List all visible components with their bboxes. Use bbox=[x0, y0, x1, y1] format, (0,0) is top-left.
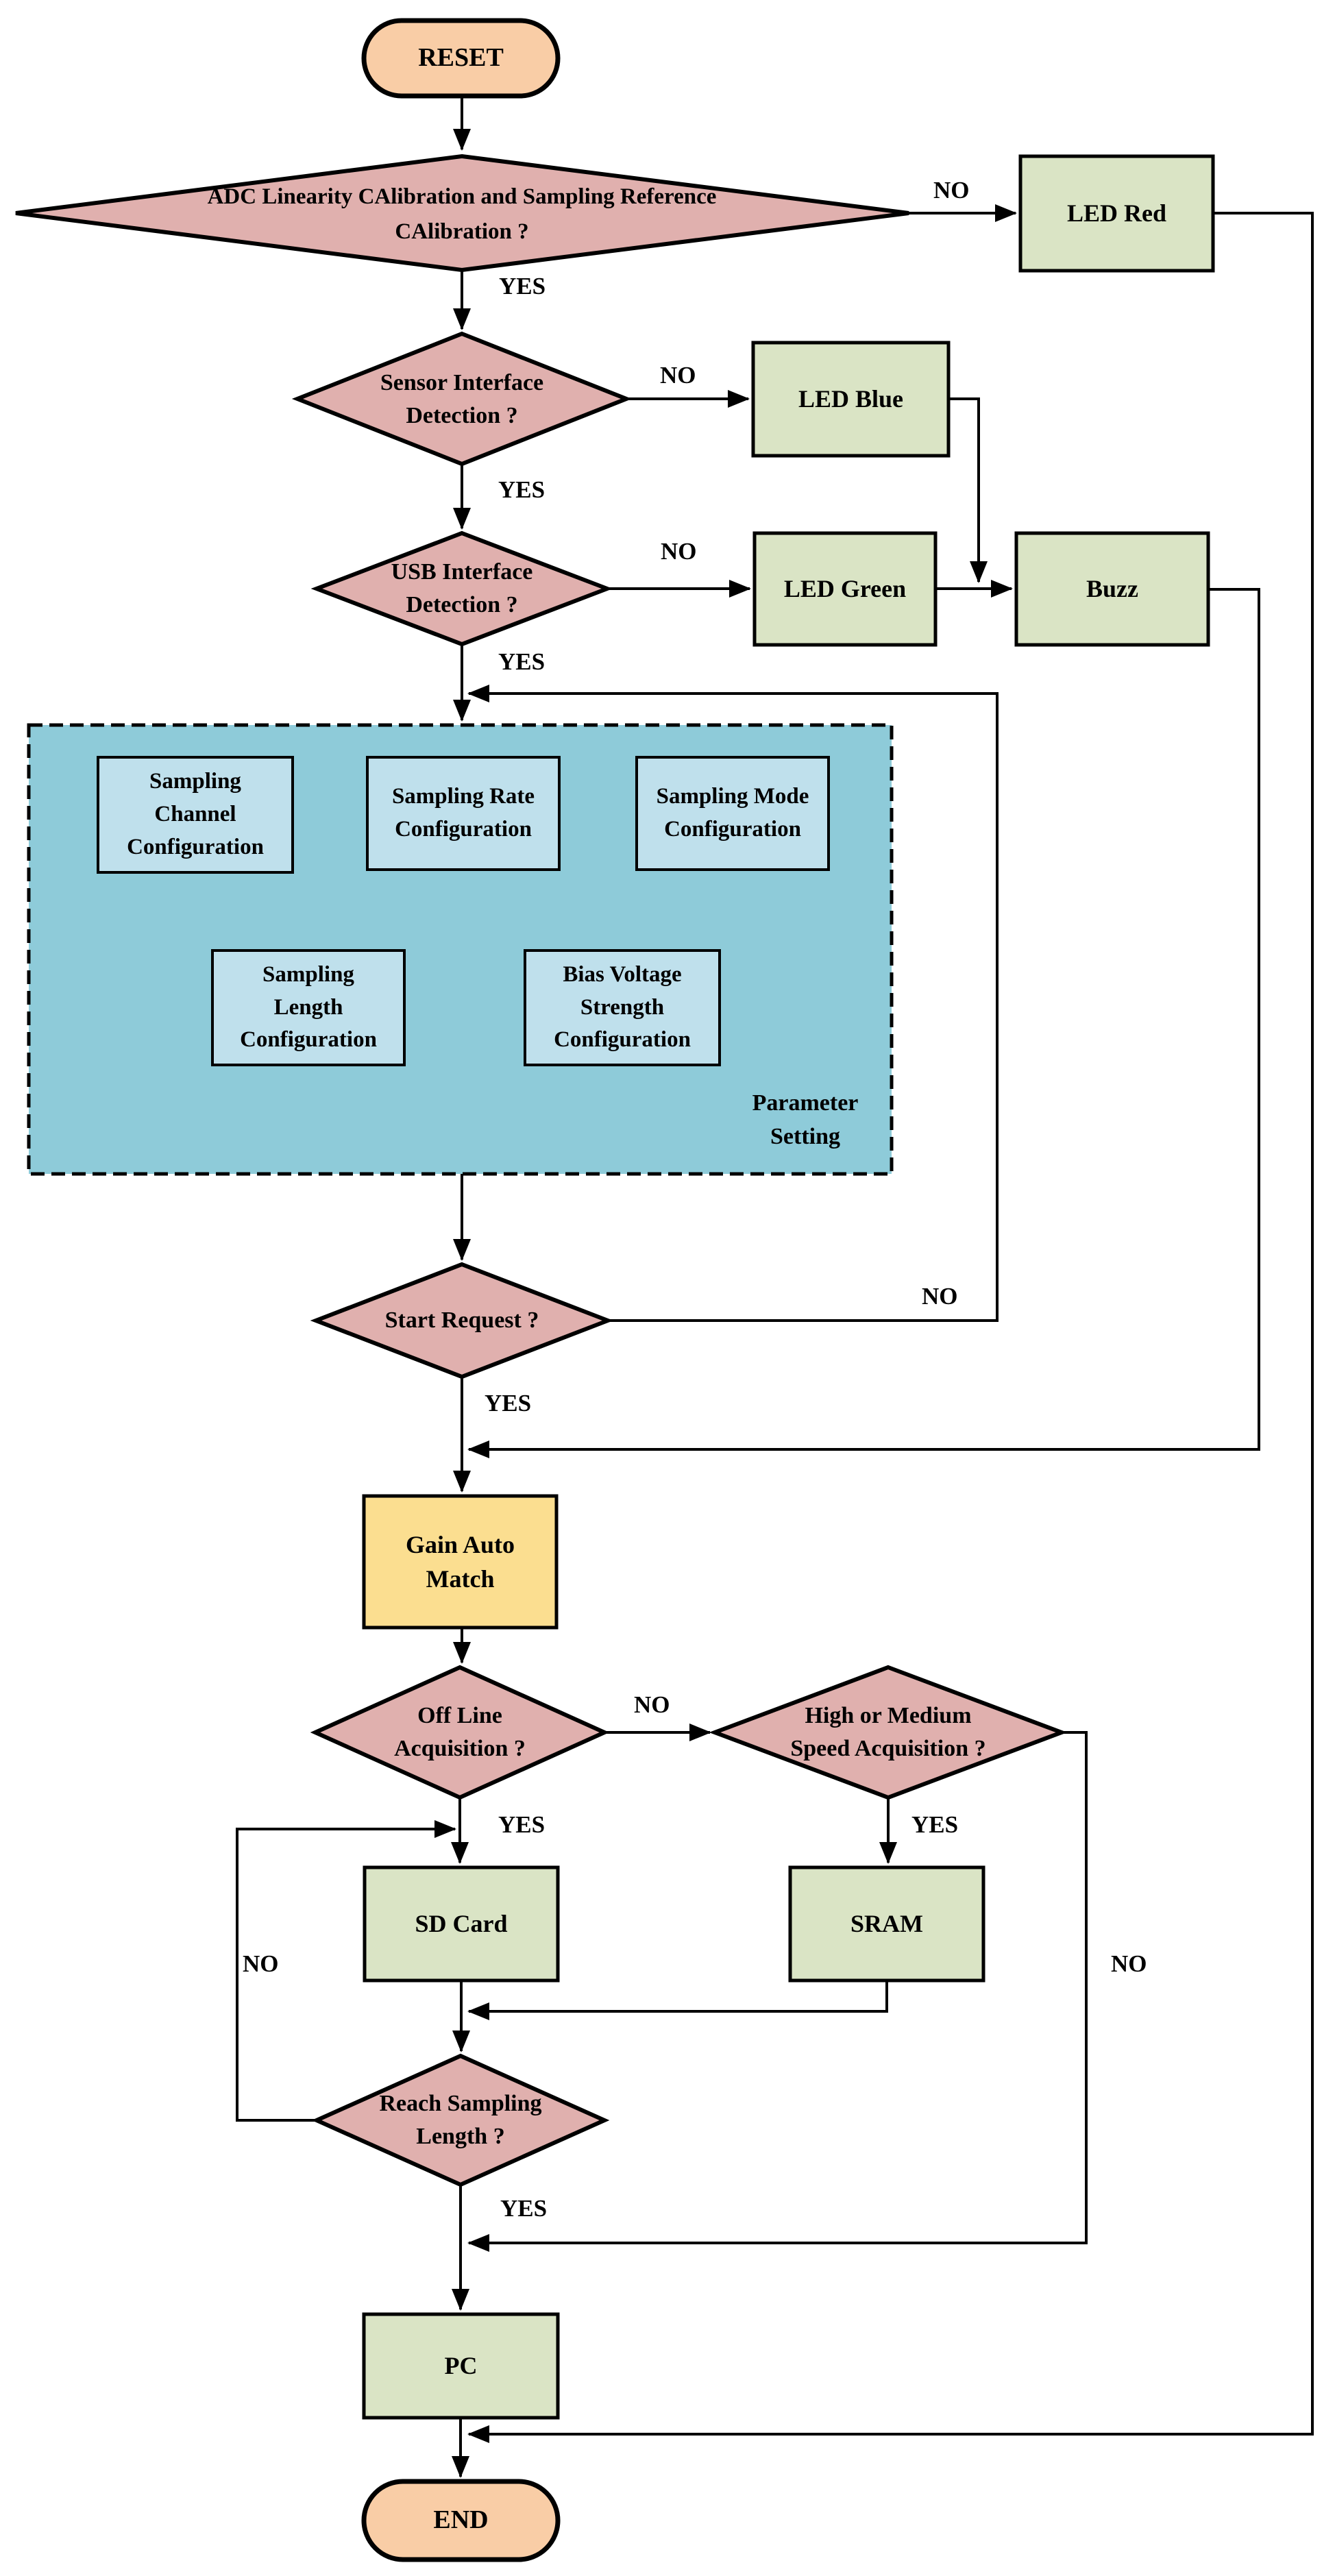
sd-card-process-shape bbox=[363, 1865, 560, 1983]
reset-terminal-shape bbox=[361, 18, 561, 99]
flow-shapes bbox=[15, 18, 1215, 2562]
end-terminal-shape bbox=[361, 2479, 561, 2562]
reach-length-decision-shape bbox=[311, 2053, 610, 2187]
sampling-length-shape bbox=[211, 949, 406, 1066]
edge-led-blue-join-buzz-line bbox=[948, 397, 988, 583]
edge-start-no-loop bbox=[467, 685, 999, 1322]
flow-connectors bbox=[236, 96, 1314, 2478]
sram-process-shape bbox=[788, 1865, 985, 1983]
led-green-process-shape bbox=[752, 531, 938, 647]
led-red-process-shape bbox=[1018, 154, 1215, 273]
led-blue-process-shape bbox=[751, 341, 951, 458]
offline-decision-shape bbox=[310, 1665, 610, 1800]
edge-sram-join bbox=[467, 1980, 888, 2020]
edge-speed-no-loop bbox=[467, 1731, 1088, 2252]
sampling-mode-shape bbox=[635, 756, 830, 871]
adc-decision-shape bbox=[15, 154, 909, 273]
buzz-process-shape bbox=[1014, 531, 1210, 647]
sampling-channel-shape bbox=[97, 756, 294, 874]
edge-reach-no-loop bbox=[236, 1820, 456, 2122]
sensor-decision-shape bbox=[291, 331, 633, 467]
speed-decision-shape bbox=[709, 1665, 1068, 1800]
pc-process-shape bbox=[362, 2312, 560, 2420]
edge-buzz-loop bbox=[467, 588, 1260, 1458]
bias-voltage-shape bbox=[524, 949, 721, 1066]
start-request-decision-shape bbox=[310, 1262, 614, 1379]
edge-led-red-loop bbox=[467, 212, 1314, 2443]
sampling-rate-shape bbox=[366, 756, 561, 871]
gain-auto-match-process-shape bbox=[362, 1494, 559, 1630]
usb-decision-shape bbox=[310, 530, 613, 647]
